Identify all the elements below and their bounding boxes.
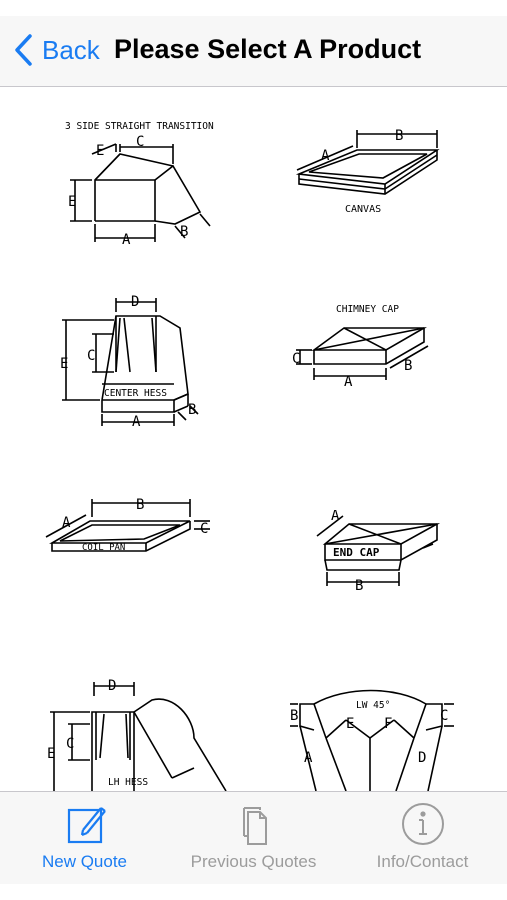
end-cap-drawing: A END CAP B: [316, 510, 441, 594]
dim-c-label: C: [136, 134, 144, 150]
dim-d-label: D: [418, 750, 426, 766]
lh-hess-drawing: D E C LH HESS: [47, 678, 227, 791]
product-label: 3 SIDE STRAIGHT TRANSITION: [65, 121, 214, 132]
tab-new-quote[interactable]: New Quote: [0, 792, 169, 884]
dim-c-label: C: [292, 351, 300, 367]
product-coil-pan[interactable]: B A C COIL PAN: [40, 493, 215, 563]
product-canvas[interactable]: B A CANVAS: [285, 126, 455, 226]
coil-pan-drawing: B A C COIL PAN: [45, 497, 210, 553]
dim-c-label: C: [440, 708, 448, 724]
chevron-left-icon: [15, 34, 32, 66]
dim-a-label: A: [122, 232, 131, 248]
tab-bar: New Quote Previous Quotes Info/Contact: [0, 791, 507, 884]
product-end-cap[interactable]: A END CAP B: [305, 510, 445, 605]
canvas-drawing: B A CANVAS: [295, 128, 440, 215]
dim-a-label: A: [331, 510, 340, 524]
lw-45-drawing: LW 45° B C E F A D: [290, 689, 454, 791]
new-quote-icon: [67, 807, 106, 844]
center-hess-drawing: D E C CENTER HESS A B: [60, 294, 199, 428]
tab-label: Previous Quotes: [190, 852, 317, 871]
tab-label: New Quote: [41, 852, 128, 871]
product-grid: 3 SIDE STRAIGHT TRANSITION E C E A B: [0, 88, 507, 791]
product-chimney-cap[interactable]: CHIMNEY CAP C A B: [282, 298, 447, 388]
product-label: LH HESS: [108, 777, 148, 788]
product-3-side-straight-transition[interactable]: 3 SIDE STRAIGHT TRANSITION E C E A B: [40, 114, 240, 249]
dim-b-label: B: [404, 358, 412, 374]
dim-b-label: B: [355, 578, 363, 594]
dim-c-label: C: [87, 348, 95, 364]
dim-b-label: B: [136, 497, 144, 513]
dim-d-label: E: [96, 143, 104, 159]
dim-f-label: F: [384, 716, 392, 732]
product-lw-45[interactable]: LW 45° B C E F A D: [286, 686, 458, 791]
info-icon: [401, 803, 444, 845]
bottom-strip: [0, 884, 507, 900]
dim-d-label: D: [131, 294, 139, 310]
back-button[interactable]: Back: [12, 32, 100, 68]
dim-a-label: A: [344, 374, 353, 388]
product-lh-hess[interactable]: D E C LH HESS: [44, 678, 234, 791]
dim-e-label: E: [346, 716, 354, 732]
tab-previous-quotes[interactable]: Previous Quotes: [169, 792, 338, 884]
dim-e-label: E: [68, 194, 76, 210]
dim-a-label: A: [321, 148, 330, 164]
dim-d-label: D: [108, 678, 116, 694]
page-title: Please Select A Product: [114, 34, 422, 64]
product-label: LW 45°: [356, 700, 390, 711]
dim-b-label: B: [180, 224, 188, 240]
tab-info-contact[interactable]: Info/Contact: [338, 792, 507, 884]
dim-e-label: E: [60, 356, 68, 372]
dim-c-label: C: [66, 736, 74, 752]
tab-label: Info/Contact: [376, 852, 469, 871]
product-label: CENTER HESS: [104, 388, 167, 399]
dim-a-label: A: [304, 750, 313, 766]
dim-b-label: B: [395, 128, 403, 144]
product-label: CHIMNEY CAP: [336, 304, 399, 315]
dim-e-label: E: [47, 746, 55, 762]
navigation-bar: Back Please Select A Product: [0, 16, 507, 87]
product-label: COIL PAN: [82, 543, 125, 553]
chimney-cap-drawing: CHIMNEY CAP C A B: [292, 304, 429, 388]
product-center-hess[interactable]: D E C CENTER HESS A B: [50, 288, 220, 428]
status-strip: [0, 0, 507, 16]
previous-quotes-icon: [242, 807, 267, 845]
dim-a-label: A: [62, 515, 71, 531]
back-label: Back: [42, 34, 100, 65]
dim-a-label: A: [132, 414, 141, 428]
product-label: END CAP: [333, 546, 380, 559]
product-label: CANVAS: [345, 204, 381, 215]
dim-c-label: C: [200, 521, 208, 537]
dim-b-label: B: [188, 402, 196, 418]
transition-drawing: 3 SIDE STRAIGHT TRANSITION E C E A B: [65, 121, 214, 248]
dim-b-label: B: [290, 708, 298, 724]
